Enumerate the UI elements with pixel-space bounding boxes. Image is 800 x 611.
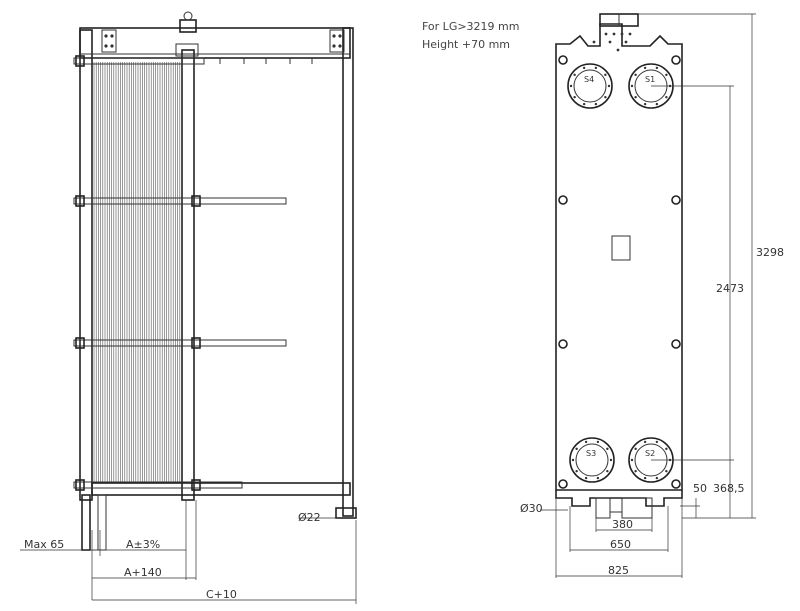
port-s4-label: S4: [584, 75, 594, 84]
dim-foot-dia: Ø22: [298, 511, 321, 524]
side-view-dimensions: [20, 500, 357, 604]
dim-foot-hole: Ø30: [520, 502, 543, 515]
dim-a-plus-140: A+140: [124, 566, 162, 579]
port-s3-label: S3: [586, 449, 596, 458]
tie-bolt-2: [73, 337, 287, 349]
port-s2-label: S2: [645, 449, 655, 458]
dim-368-5: 368,5: [713, 482, 745, 495]
note-length: For LG>3219 mm: [422, 20, 519, 33]
port-s1-label: S1: [645, 75, 655, 84]
port-s3: S3: [569, 437, 615, 483]
dim-max-65: Max 65: [24, 538, 64, 551]
tie-bolt-1: [73, 195, 287, 207]
frame-plate-outline: [555, 23, 683, 491]
top-bar-bolts-right: [329, 29, 345, 53]
note-height: Height +70 mm: [422, 38, 510, 51]
lug-holes: [592, 32, 632, 52]
side-view: Max 65 A±3% A+140 C+10 Ø22: [20, 11, 357, 604]
dim-50: 50: [693, 482, 707, 495]
dim-380: 380: [612, 518, 633, 531]
dim-c-plus-10: C+10: [206, 588, 237, 601]
support-column: [342, 27, 354, 517]
top-carrying-bar: [79, 27, 351, 59]
lifting-lug: [175, 11, 199, 57]
name-plate: [611, 235, 631, 261]
frame-foot: [81, 494, 91, 551]
front-view: S4 S1 S3 S2: [520, 13, 784, 578]
dim-a-tolerance: A±3%: [126, 538, 160, 551]
dim-2473: 2473: [716, 282, 744, 295]
bottom-guide-bar: [91, 482, 351, 496]
top-bar-pegs: [219, 58, 313, 64]
dim-650: 650: [610, 538, 631, 551]
dim-3298: 3298: [756, 246, 784, 259]
dim-825: 825: [608, 564, 629, 577]
port-s4: S4: [567, 63, 613, 109]
tie-bolt-top: [73, 55, 205, 67]
front-view-dimensions: [540, 13, 756, 578]
port-bolt-circles: [569, 66, 672, 480]
pressure-plate: [181, 49, 195, 501]
column-foot: [335, 507, 357, 519]
top-bar-bolts-left: [101, 29, 117, 53]
tie-bolt-holes: [558, 55, 681, 489]
fixed-frame-plate: [79, 29, 93, 501]
plate-pack: [93, 62, 181, 482]
tie-bolt-bottom: [73, 479, 243, 491]
